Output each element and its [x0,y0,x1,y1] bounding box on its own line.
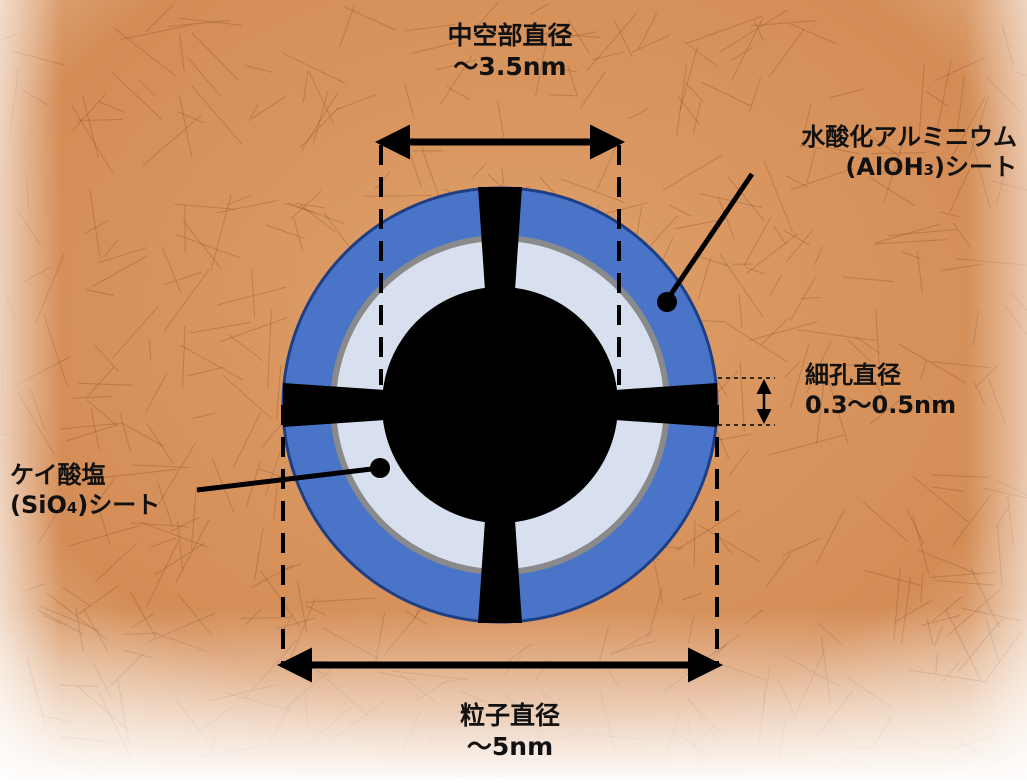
pore-diameter-title: 細孔直径 [805,360,956,390]
aluminium-sheet-label: 水酸化アルミニウム (AlOH3)シート [801,122,1017,182]
pore-diameter-value: 0.3～0.5nm [805,390,956,420]
pore-channel-bottom [478,520,522,623]
particle-diameter-label: 粒子直径 ～5nm [300,700,720,763]
silicate-sheet-formula: (SiO4)シート [10,490,160,520]
aluminium-leader-dot [657,292,677,312]
silicate-sheet-label: ケイ酸塩 (SiO4)シート [10,460,160,520]
pore-channel-left [283,383,385,427]
hollow-diameter-value: ～3.5nm [300,51,720,82]
hollow-diameter-label: 中空部直径 ～3.5nm [300,20,720,83]
aluminium-sheet-formula: (AlOH3)シート [801,152,1017,182]
aluminium-sheet-title: 水酸化アルミニウム [801,122,1017,152]
pore-diameter-label: 細孔直径 0.3～0.5nm [805,360,956,420]
particle-diameter-value: ～5nm [300,731,720,762]
hollow-diameter-title: 中空部直径 [300,20,720,51]
hollow-core [382,287,618,523]
silicate-sheet-title: ケイ酸塩 [10,460,160,490]
silicate-leader-dot [370,458,390,478]
pore-channel-right [615,383,717,427]
particle-diameter-title: 粒子直径 [300,700,720,731]
pore-channel-top [478,187,522,290]
